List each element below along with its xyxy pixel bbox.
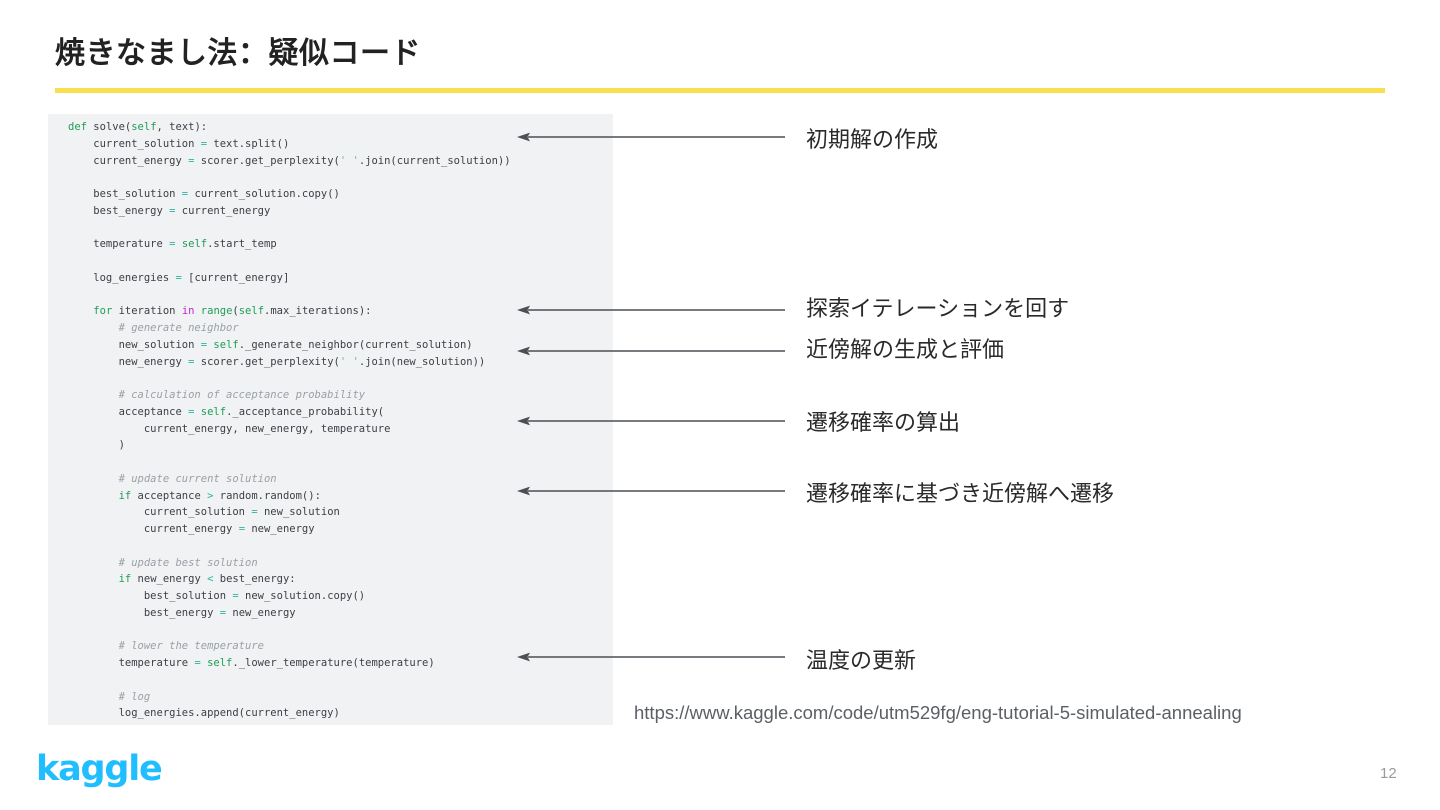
annotation-label: 遷移確率の算出 <box>806 410 961 435</box>
annotation-label: 温度の更新 <box>806 648 917 673</box>
kaggle-logo: kaggle <box>36 749 163 789</box>
annotation-label: 近傍解の生成と評価 <box>806 337 1005 362</box>
annotation-arrow <box>517 484 785 498</box>
annotation-label: 探索イテレーションを回す <box>806 296 1070 321</box>
annotation-label: 初期解の作成 <box>806 127 939 152</box>
page-number: 12 <box>1380 765 1397 782</box>
code-block-panel: def solve(self, text): current_solution … <box>48 114 613 725</box>
annotation-arrow <box>517 344 785 358</box>
annotation-arrow <box>517 414 785 428</box>
annotation-label: 遷移確率に基づき近傍解へ遷移 <box>806 481 1115 506</box>
annotation-arrow <box>517 130 785 144</box>
annotation-arrow <box>517 650 785 664</box>
python-source-code: def solve(self, text): current_solution … <box>68 121 511 720</box>
source-url-text[interactable]: https://www.kaggle.com/code/utm529fg/eng… <box>634 702 1242 723</box>
page-title: 焼きなまし法：疑似コード <box>55 37 421 70</box>
title-underline-rule <box>55 88 1385 93</box>
annotation-arrow <box>517 303 785 317</box>
